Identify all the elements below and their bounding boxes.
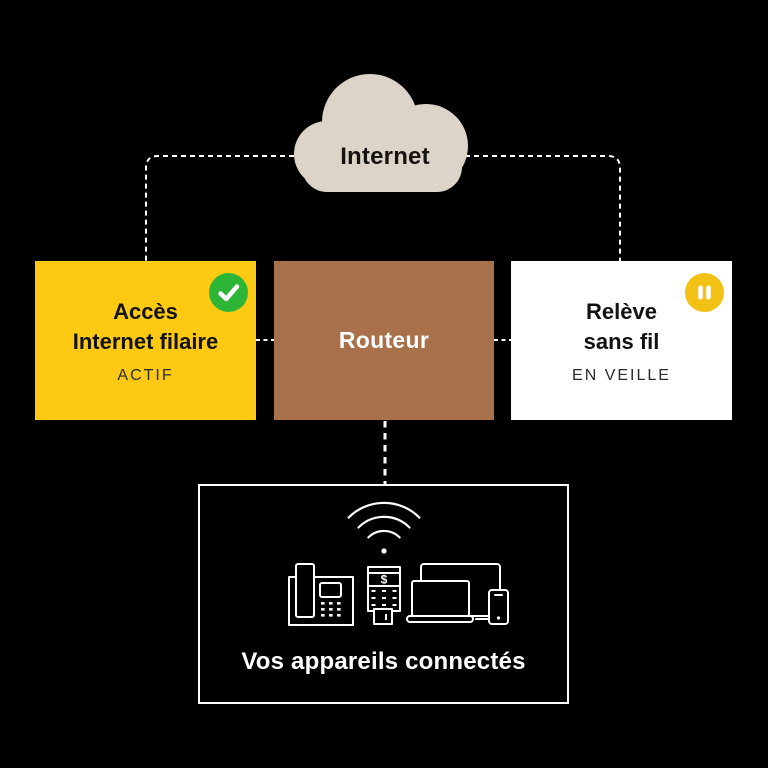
laptop-icon	[406, 580, 474, 623]
devices-panel-label: Vos appareils connectés	[241, 648, 526, 675]
wireless-backup-title: Relève sans fil	[511, 297, 732, 357]
check-icon	[209, 273, 248, 312]
connected-devices-panel: $	[198, 484, 569, 704]
connected-devices-icons: $	[288, 563, 509, 626]
smartphone-icon	[488, 589, 509, 625]
router-card: Routeur	[274, 261, 494, 420]
desk-phone-icon	[288, 563, 354, 626]
wifi-signal-icon	[347, 501, 421, 554]
connector-cloud-to-wired	[145, 155, 384, 261]
wireless-backup-card: Relève sans fil EN VEILLE	[511, 261, 732, 420]
wireless-backup-title-line1: Relève	[586, 299, 657, 324]
wireless-backup-status: EN VEILLE	[572, 367, 671, 384]
router-title: Routeur	[338, 327, 430, 353]
connector-cloud-to-wireless	[384, 155, 621, 261]
wired-access-title-line2: Internet filaire	[72, 329, 219, 354]
wired-access-title: Accès Internet filaire	[35, 297, 256, 357]
dollar-sign-glyph: $	[381, 573, 388, 587]
internet-cloud-icon	[294, 74, 468, 192]
wired-access-title-line1: Accès	[113, 299, 178, 324]
payment-terminal-icon: $	[367, 566, 401, 625]
wired-access-status: ACTIF	[117, 367, 174, 384]
wired-access-card: Accès Internet filaire ACTIF	[35, 261, 256, 420]
pause-icon	[685, 273, 724, 312]
wireless-backup-title-line2: sans fil	[583, 329, 660, 354]
internet-label: Internet	[340, 143, 430, 170]
